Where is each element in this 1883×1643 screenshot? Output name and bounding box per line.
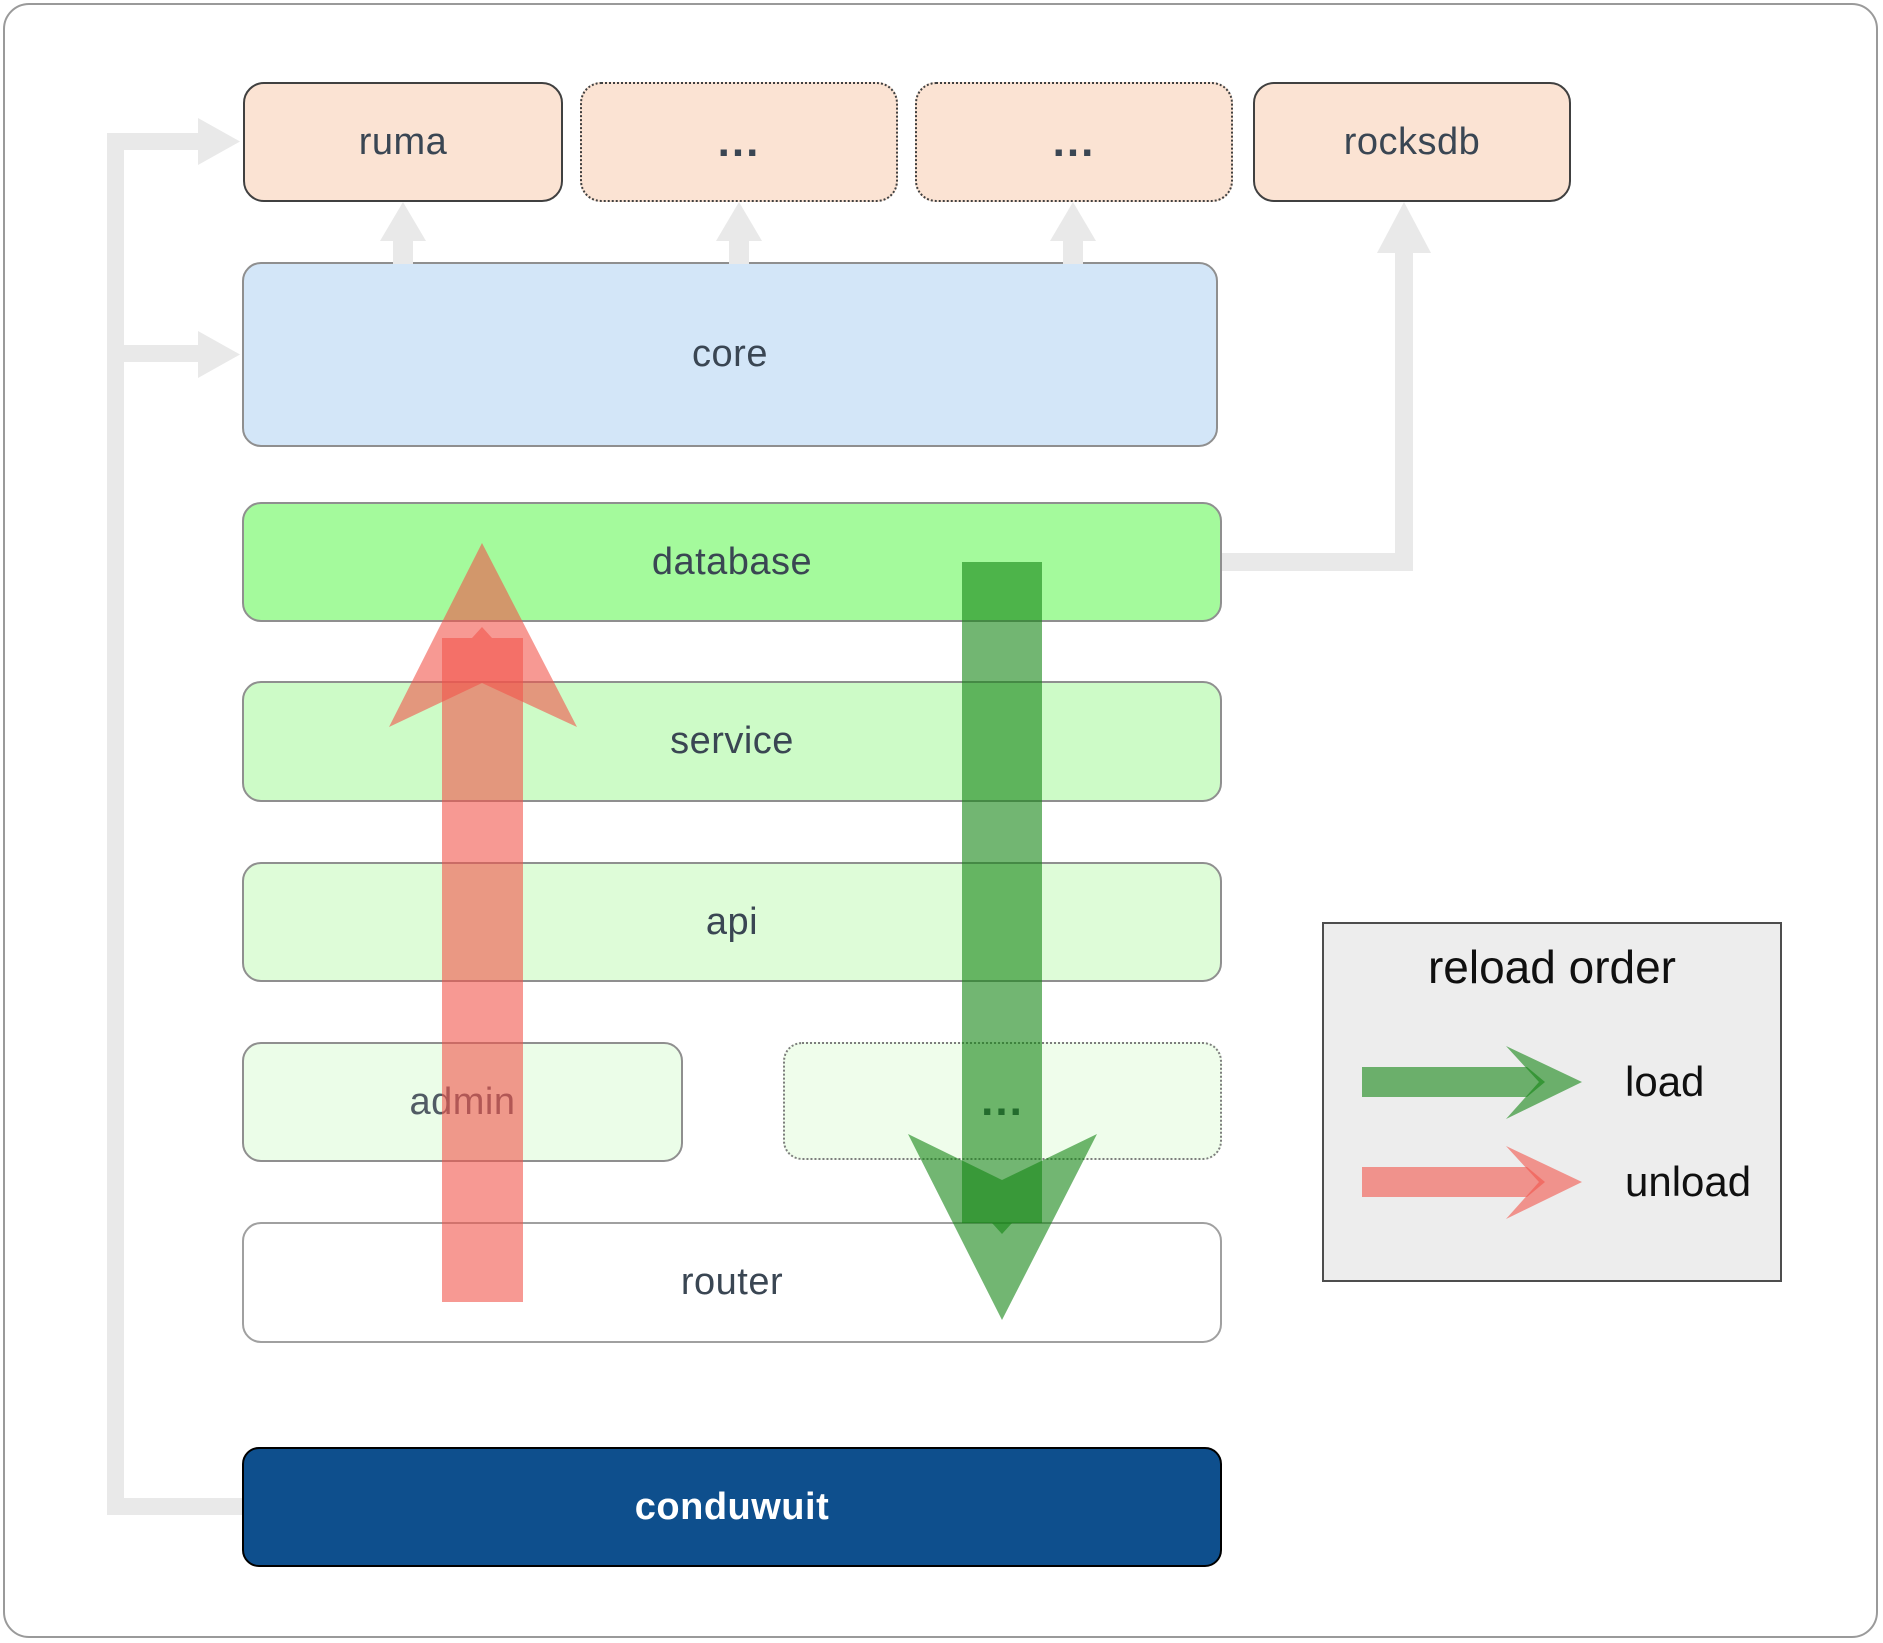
box-external-crate-2-label: ...: [1052, 117, 1096, 166]
box-api-label: api: [705, 900, 759, 943]
box-ruma-label: ruma: [358, 120, 448, 163]
box-database: database: [242, 502, 1222, 622]
box-conduwuit: conduwuit: [242, 1447, 1222, 1567]
box-core: core: [242, 262, 1218, 447]
legend-unload-label: unload: [1625, 1158, 1752, 1205]
box-external-crate-1: ...: [580, 82, 898, 202]
box-core-label: core: [692, 333, 768, 375]
box-service-label: service: [670, 720, 794, 762]
box-admin: admin: [242, 1042, 683, 1162]
box-admin-ext-label: ...: [981, 1076, 1024, 1125]
diagram-outer-border: [3, 3, 1878, 1638]
box-conduwuit-label: conduwuit: [634, 1485, 830, 1528]
box-api: api: [242, 862, 1222, 982]
box-service: service: [242, 681, 1222, 802]
box-database-label: database: [651, 540, 813, 583]
box-ruma: ruma: [243, 82, 563, 202]
box-external-crate-1-label: ...: [717, 117, 761, 166]
box-rocksdb: rocksdb: [1253, 82, 1571, 202]
box-router-label: router: [680, 1261, 784, 1303]
legend-title: reload order: [1427, 941, 1677, 993]
legend-load-label: load: [1625, 1058, 1705, 1105]
box-rocksdb-label: rocksdb: [1343, 120, 1481, 163]
box-admin-ext: ...: [783, 1042, 1222, 1160]
box-admin-label: admin: [409, 1080, 516, 1123]
box-external-crate-2: ...: [915, 82, 1233, 202]
box-router: router: [242, 1222, 1222, 1343]
